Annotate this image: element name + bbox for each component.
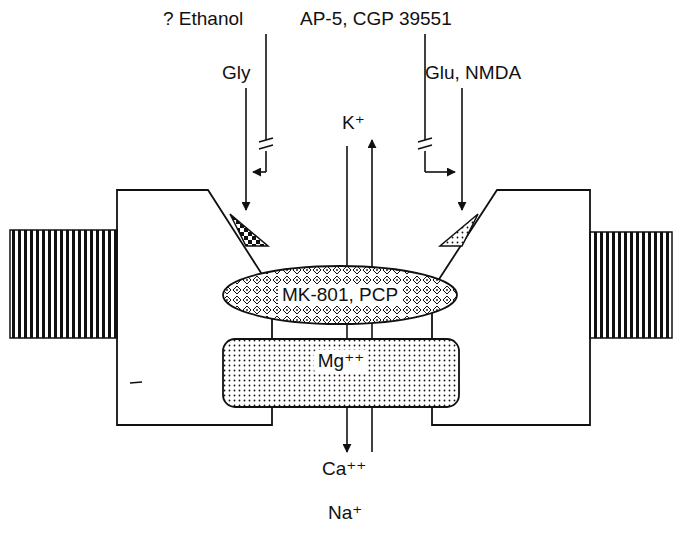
ion-or-ligand-label: ? Ethanol bbox=[163, 8, 243, 30]
ion-or-ligand-label: Na⁺ bbox=[328, 502, 362, 524]
glutamate-site bbox=[440, 214, 478, 246]
ion-or-ligand-label: Glu, NMDA bbox=[425, 62, 521, 84]
membrane-band bbox=[10, 230, 117, 338]
ion-or-ligand-label: K⁺ bbox=[342, 112, 365, 134]
ion-or-ligand-label: AP-5, CGP 39551 bbox=[300, 8, 452, 30]
ion-or-ligand-label: Gly bbox=[222, 62, 251, 84]
node-label: MK-801, PCP bbox=[278, 284, 402, 306]
ellipse-outline bbox=[223, 266, 457, 324]
magnesium-block: Mg⁺⁺ bbox=[222, 338, 460, 408]
stray-mark bbox=[130, 382, 142, 383]
agonist-arrow bbox=[245, 88, 247, 210]
agonist-arrow bbox=[461, 88, 463, 210]
channel-blocker-site: MK-801, PCP bbox=[222, 265, 458, 325]
node-label: Mg⁺⁺ bbox=[314, 350, 368, 372]
membrane-band bbox=[590, 232, 672, 338]
ion-or-ligand-label: Ca⁺⁺ bbox=[322, 458, 366, 480]
glycine-site bbox=[230, 214, 268, 246]
antagonist-line bbox=[253, 34, 273, 172]
node-outline bbox=[222, 338, 460, 408]
antagonist-line bbox=[418, 34, 455, 172]
rounded-outline bbox=[223, 339, 459, 407]
